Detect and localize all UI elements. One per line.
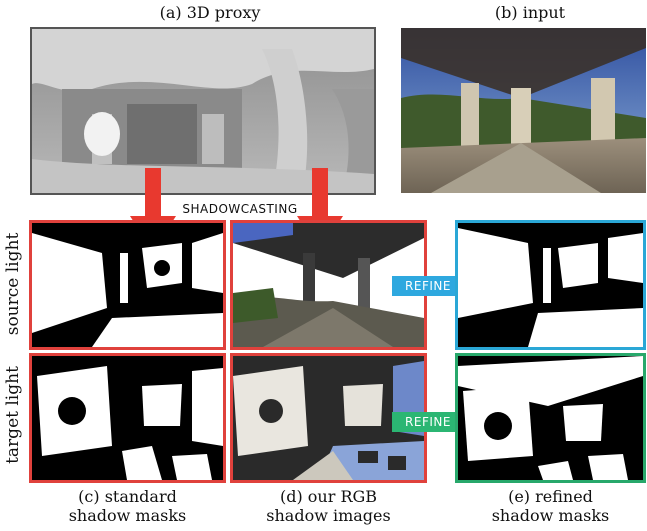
refine-label-source: REFINE [405,279,451,293]
row-label-source: source light [3,232,23,336]
caption-refined: (e) refined shadow masks [455,487,646,525]
input-title: (b) input [494,3,566,22]
shadowcasting-label: SHADOWCASTING [182,202,298,216]
caption-rgb: (d) our RGB shadow images [230,487,427,525]
caption-standard: (c) standard shadow masks [29,487,226,525]
caption-rgb-line2: shadow images [266,506,391,525]
standard-mask-source-image [29,220,226,350]
proxy-title: (a) 3D proxy [159,3,261,22]
caption-refined-line1: (e) refined [508,487,593,506]
caption-standard-line2: shadow masks [68,506,187,525]
proxy-render-image [30,27,376,195]
input-photo [401,28,646,193]
caption-refined-line2: shadow masks [491,506,610,525]
standard-mask-target-image [29,353,226,483]
caption-rgb-line1: (d) our RGB [279,487,378,506]
refined-mask-source-image [455,220,646,350]
refine-label-target: REFINE [405,415,451,429]
row-label-target: target light [3,366,23,464]
caption-standard-line1: (c) standard [78,487,177,506]
refined-mask-target-image [455,353,646,483]
